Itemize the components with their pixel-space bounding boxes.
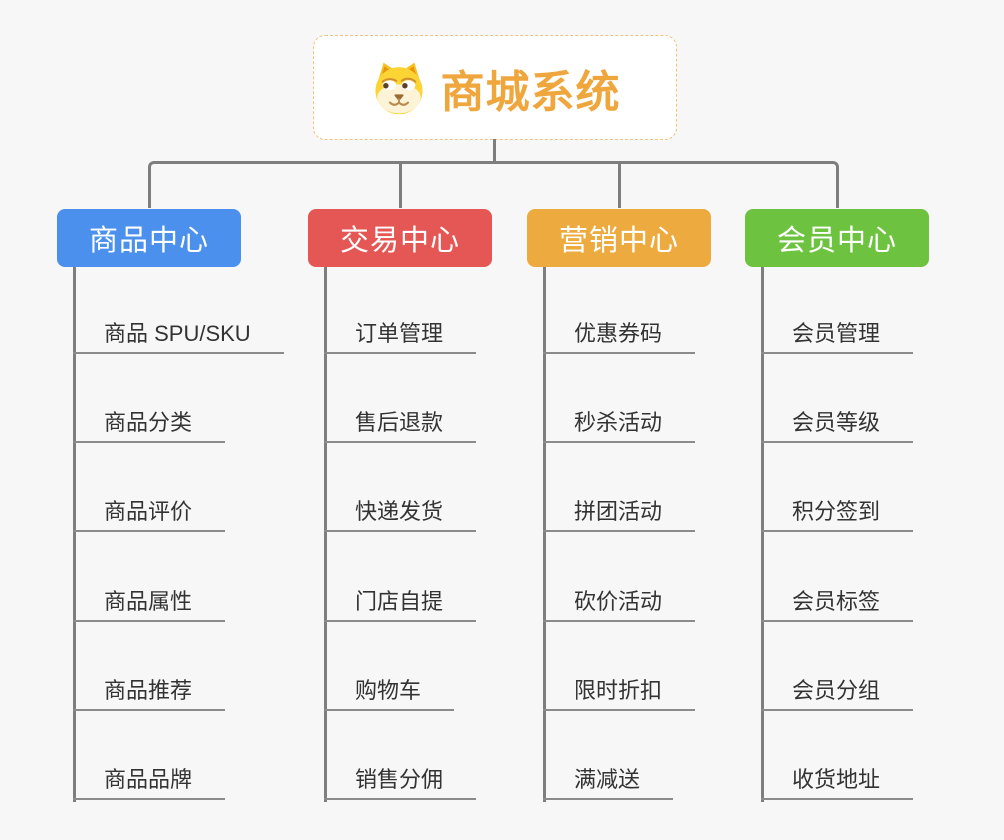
branch-trunk-line [324,267,327,802]
mindmap-item[interactable]: 购物车 [324,678,455,711]
mindmap-item[interactable]: 砍价活动 [543,589,696,622]
mindmap-item[interactable]: 积分签到 [761,499,914,533]
connector-drop-branch3 [618,163,621,208]
branch-header[interactable]: 营销中心 [527,209,711,267]
connector-bus [148,161,839,208]
mindmap-item[interactable]: 优惠券码 [543,321,696,354]
branch-header[interactable]: 交易中心 [308,209,492,267]
mindmap-item[interactable]: 秒杀活动 [543,410,696,444]
mindmap-item[interactable]: 会员等级 [761,410,914,444]
root-node[interactable]: 商城系统 [313,35,677,140]
mindmap-item[interactable]: 商品 SPU/SKU [73,321,284,354]
root-title: 商城系统 [440,67,621,117]
mindmap-item[interactable]: 会员分组 [761,678,914,711]
branch-header[interactable]: 商品中心 [57,209,241,267]
connector-root-stem [493,139,496,163]
branch-trunk-line [761,267,764,802]
mindmap-item[interactable]: 会员管理 [761,321,914,354]
mindmap-item[interactable]: 销售分佣 [324,767,477,800]
mindmap-item[interactable]: 会员标签 [761,589,914,622]
branch-trunk-line [543,267,546,802]
mindmap-item[interactable]: 商品属性 [73,589,226,622]
mindmap-item[interactable]: 商品品牌 [73,767,226,800]
mindmap-item[interactable]: 商品分类 [73,410,226,444]
dog-face-icon [370,60,428,116]
mindmap-item[interactable]: 满减送 [543,767,674,800]
mindmap-item[interactable]: 商品推荐 [73,678,226,711]
mindmap-item[interactable]: 售后退款 [324,410,477,444]
mindmap-item[interactable]: 拼团活动 [543,499,696,533]
branch-trunk-line [73,267,76,802]
mindmap-item[interactable]: 快递发货 [324,499,477,533]
connector-drop-branch2 [399,163,402,208]
branch-header[interactable]: 会员中心 [745,209,929,267]
mindmap-item[interactable]: 订单管理 [324,321,477,354]
mindmap-item[interactable]: 收货地址 [761,767,914,800]
mindmap-item[interactable]: 门店自提 [324,589,477,622]
mindmap-item[interactable]: 限时折扣 [543,678,696,711]
mindmap-item[interactable]: 商品评价 [73,499,226,533]
